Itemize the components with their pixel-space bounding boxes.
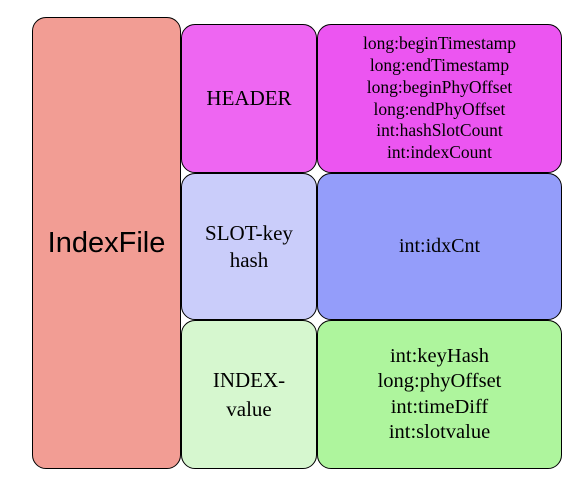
index-section-label: value <box>226 396 272 421</box>
header-field: int:indexCount <box>386 142 492 163</box>
header-section-box: HEADER <box>181 24 317 173</box>
header-field: long:beginPhyOffset <box>366 76 513 97</box>
slot-fields-box: int:idxCnt <box>317 173 562 320</box>
index-field: int:keyHash <box>389 344 490 367</box>
slot-section-label: hash <box>229 247 269 272</box>
header-section-label: HEADER <box>206 86 292 110</box>
index-field: long:phyOffset <box>377 370 502 392</box>
index-fields-box: int:keyHash long:phyOffset int:timeDiff … <box>317 320 562 469</box>
indexfile-box: IndexFile <box>32 17 181 469</box>
slot-field: int:idxCnt <box>398 235 481 257</box>
index-section-label: INDEX- <box>212 367 286 392</box>
header-fields-box: long:beginTimestamp long:endTimestamp lo… <box>317 24 562 173</box>
slot-section-label: SLOT-key <box>205 220 293 245</box>
slot-section-box: SLOT-key hash <box>181 173 317 320</box>
index-field: int:slotvalue <box>388 421 491 443</box>
header-field: long:endTimestamp <box>369 54 510 75</box>
header-field: long:endPhyOffset <box>373 98 506 119</box>
header-field: int:hashSlotCount <box>376 120 503 141</box>
index-field: int:timeDiff <box>390 395 489 418</box>
indexfile-label: IndexFile <box>47 226 166 259</box>
header-field: long:beginTimestamp <box>363 33 516 54</box>
index-section-box: INDEX- value <box>181 320 317 469</box>
